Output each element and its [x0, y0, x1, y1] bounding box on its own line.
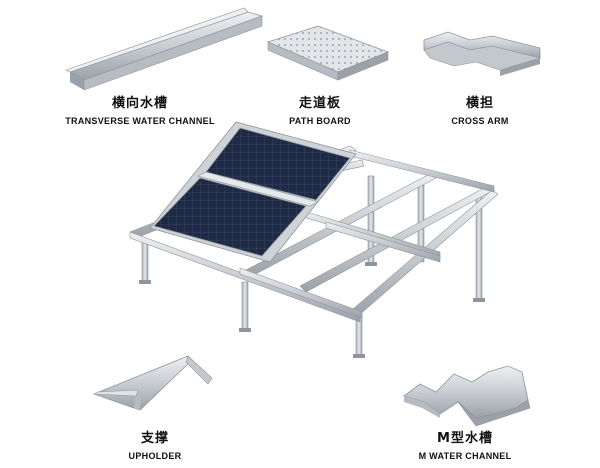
label-path-board: 走道板 PATH BOARD	[270, 96, 370, 127]
label-cn: 横担	[465, 96, 494, 111]
m-water-channel-image	[403, 365, 531, 427]
label-en: M WATER CHANNEL	[418, 451, 512, 461]
label-upholder: 支撑 UPHOLDER	[105, 431, 205, 462]
label-m-water-channel: M型水槽 M WATER CHANNEL	[400, 431, 530, 462]
mounting-structure-image	[129, 121, 499, 358]
label-cross-arm: 横担 CROSS ARM	[430, 96, 530, 127]
label-cn: 支撑	[140, 431, 169, 446]
upholder-image	[92, 355, 213, 411]
label-en: TRANSVERSE WATER CHANNEL	[65, 116, 215, 126]
label-cn: M型水槽	[437, 431, 493, 446]
label-cn: 横向水槽	[111, 96, 168, 111]
path-board-image	[266, 25, 390, 81]
label-cn: 走道板	[298, 96, 341, 111]
label-en: PATH BOARD	[289, 116, 351, 126]
label-en: CROSS ARM	[451, 116, 509, 126]
label-en: UPHOLDER	[128, 451, 182, 461]
transverse-water-channel-image	[65, 7, 264, 91]
cross-arm-image	[423, 31, 542, 76]
label-transverse-water-channel: 横向水槽 TRANSVERSE WATER CHANNEL	[60, 96, 220, 127]
